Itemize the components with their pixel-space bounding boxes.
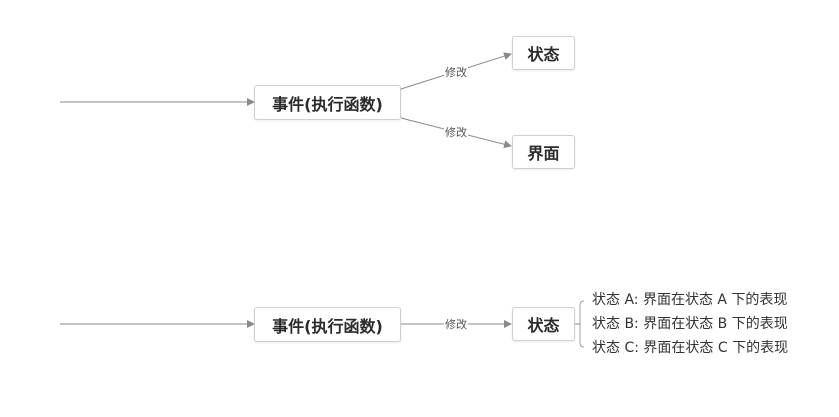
state-item-a: 状态 A: 界面在状态 A 下的表现 — [592, 292, 788, 308]
state-node-bottom[interactable]: 状态 — [512, 307, 575, 341]
state-node-top[interactable]: 状态 — [512, 36, 575, 70]
state-items-bracket — [579, 300, 585, 348]
state-item-b: 状态 B: 界面在状态 B 下的表现 — [592, 316, 788, 332]
edge-label-modify-state: 修改 — [444, 66, 468, 79]
edge-label-modify-bottom: 修改 — [444, 318, 468, 331]
event-node-bottom[interactable]: 事件(执行函数) — [254, 307, 401, 342]
edge-label-modify-ui: 修改 — [444, 126, 468, 139]
ui-node-top[interactable]: 界面 — [512, 135, 575, 169]
state-item-c: 状态 C: 界面在状态 C 下的表现 — [592, 340, 789, 356]
event-node-top[interactable]: 事件(执行函数) — [254, 85, 401, 120]
